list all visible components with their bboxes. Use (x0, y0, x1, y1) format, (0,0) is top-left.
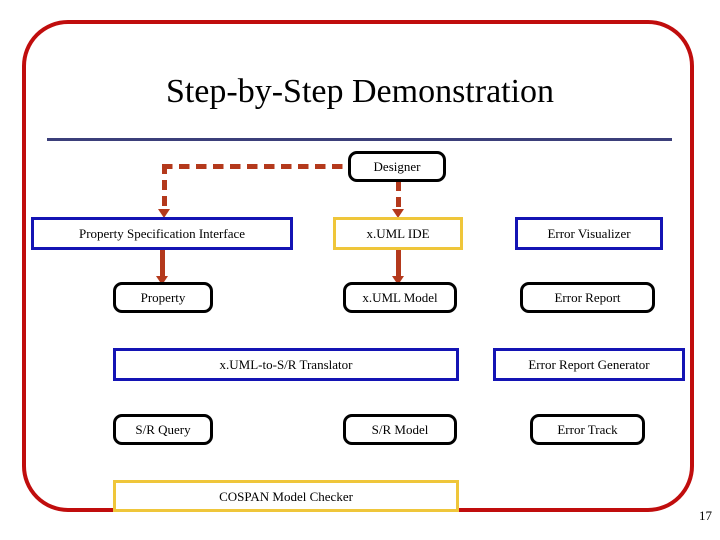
node-xuml-model-label: x.UML Model (362, 290, 438, 305)
edge-psi-to-property-line (160, 248, 165, 280)
edge-xuml-ide-to-xuml-model-arrowhead (392, 276, 404, 285)
node-xuml-ide-label: x.UML IDE (366, 226, 430, 241)
node-error-track-label: Error Track (557, 422, 618, 437)
node-property-specification-interface-label: Property Specification Interface (78, 226, 246, 241)
node-sr-model-label: S/R Model (371, 422, 429, 437)
node-xuml-to-sr-translator-label: x.UML-to-S/R Translator (219, 357, 353, 372)
node-xuml-ide[interactable]: x.UML IDE (333, 217, 463, 250)
edge-xuml-ide-to-xuml-model-line (396, 248, 401, 280)
edge-designer-to-xuml-ide-vertical (396, 181, 401, 213)
node-error-report-generator-label: Error Report Generator (528, 357, 650, 372)
page-title: Step-by-Step Demonstration (165, 73, 555, 110)
node-sr-query[interactable]: S/R Query (113, 414, 213, 445)
edge-designer-to-psi-arrowhead (158, 209, 170, 218)
node-cospan-model-checker-label: COSPAN Model Checker (219, 488, 353, 504)
node-designer-label: Designer (373, 159, 421, 174)
node-error-report-generator[interactable]: Error Report Generator (493, 348, 685, 381)
node-xuml-to-sr-translator[interactable]: x.UML-to-S/R Translator (113, 348, 459, 381)
node-property-specification-interface[interactable]: Property Specification Interface (31, 217, 293, 250)
node-property[interactable]: Property (113, 282, 213, 313)
node-xuml-model[interactable]: x.UML Model (343, 282, 457, 313)
edge-psi-to-property-arrowhead (156, 276, 168, 285)
node-sr-query-label: S/R Query (135, 422, 191, 437)
title-divider (47, 138, 672, 141)
edge-designer-to-xuml-ide-arrowhead (392, 209, 404, 218)
node-error-visualizer[interactable]: Error Visualizer (515, 217, 663, 250)
edge-designer-to-psi-horizontal (162, 164, 350, 169)
node-sr-model[interactable]: S/R Model (343, 414, 457, 445)
node-designer[interactable]: Designer (348, 151, 446, 182)
node-error-report[interactable]: Error Report (520, 282, 655, 313)
node-error-report-label: Error Report (554, 290, 621, 305)
node-error-track[interactable]: Error Track (530, 414, 645, 445)
node-cospan-model-checker[interactable]: COSPAN Model Checker (113, 480, 459, 512)
node-property-label: Property (140, 290, 186, 305)
node-error-visualizer-label: Error Visualizer (547, 226, 631, 241)
edge-designer-to-psi-vertical (162, 164, 167, 213)
page-number: 17 (699, 508, 712, 523)
